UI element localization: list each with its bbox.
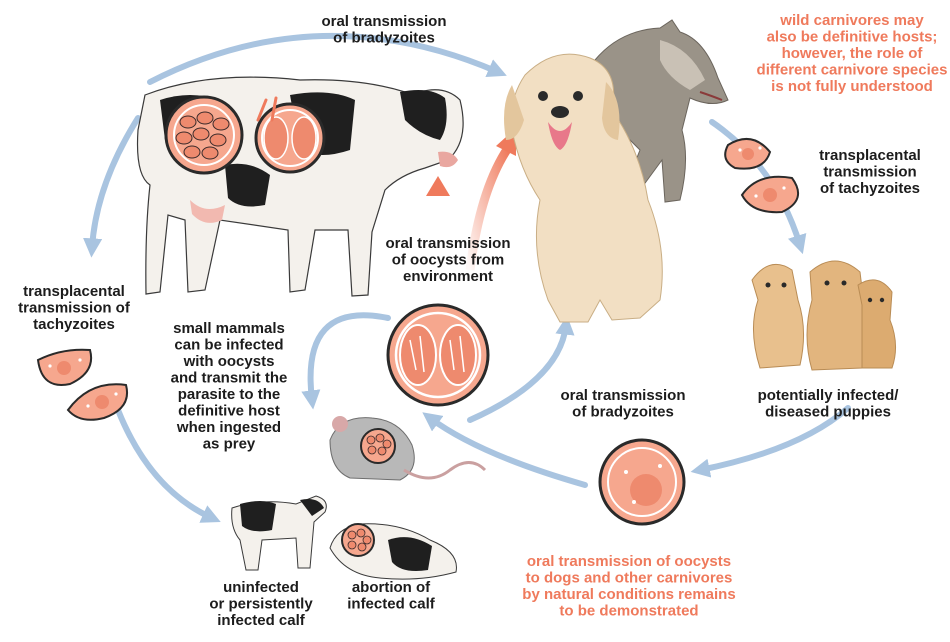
label-line: oral transmission [385,235,510,252]
mouse-illustration [330,416,485,480]
label-line: of bradyzoites [572,404,674,421]
label-line: oral transmission of oocysts [527,553,731,570]
label-line: diseased puppies [765,404,891,421]
label-line: environment [403,268,493,285]
label-line: when ingested [176,419,281,436]
label-line: however, the role of [782,45,924,62]
label-puppies: potentially infected/diseased puppies [758,387,900,421]
label-line: as prey [203,436,256,453]
aborted-calf-illustration [330,524,456,579]
label-line: definitive host [178,403,280,420]
tachyzoite-icon [38,350,127,420]
arrow-cow-to-left-tachyzoites [92,118,138,248]
arrow-oocyst-to-inner-cycle [430,418,585,485]
tissue-cyst-icon [361,429,395,463]
label-line: also be definitive hosts; [767,29,938,46]
label-line: tachyzoites [33,316,115,333]
label-line: can be infected [174,337,283,354]
label-line: small mammals [173,320,285,337]
label-line: transmission of [18,300,131,317]
label-line: of oocysts from [392,252,505,269]
unsporulated-oocyst-icon [600,440,684,524]
label-line: parasite to the [178,386,281,403]
label-line: infected calf [347,596,436,613]
label-line: with oocysts [183,353,275,370]
label-line: uninfected [223,579,299,596]
calf-illustration [232,496,327,570]
label-line: transplacental [23,283,125,300]
label-line: transplacental [819,147,921,164]
label-line: is not fully understood [771,78,933,95]
tachyzoite-icon [725,139,798,212]
label-line: and transmit the [171,370,288,387]
arrow-oocyst-to-mouse [311,315,388,400]
tissue-cyst-icon [166,97,242,173]
label-line: abortion of [352,579,431,596]
label-line: transmission [823,164,916,181]
oocyst-icon [388,305,488,405]
label-line: wild carnivores may [779,12,924,29]
label-line: of bradyzoites [333,30,435,47]
label-line: or persistently [209,596,313,613]
label-line: by natural conditions remains [522,586,735,603]
label-line: different carnivore species [757,62,948,79]
label-line: oral transmission [560,387,685,404]
label-line: of tachyzoites [820,180,920,197]
label-line: infected calf [217,612,306,629]
label-line: to be demonstrated [559,603,698,620]
puppies-illustration [752,261,896,370]
label-line: potentially infected/ [758,387,900,404]
label-line: oral transmission [321,13,446,30]
arrow-cow-to-dog [150,36,498,82]
label-line: to dogs and other carnivores [526,570,733,587]
